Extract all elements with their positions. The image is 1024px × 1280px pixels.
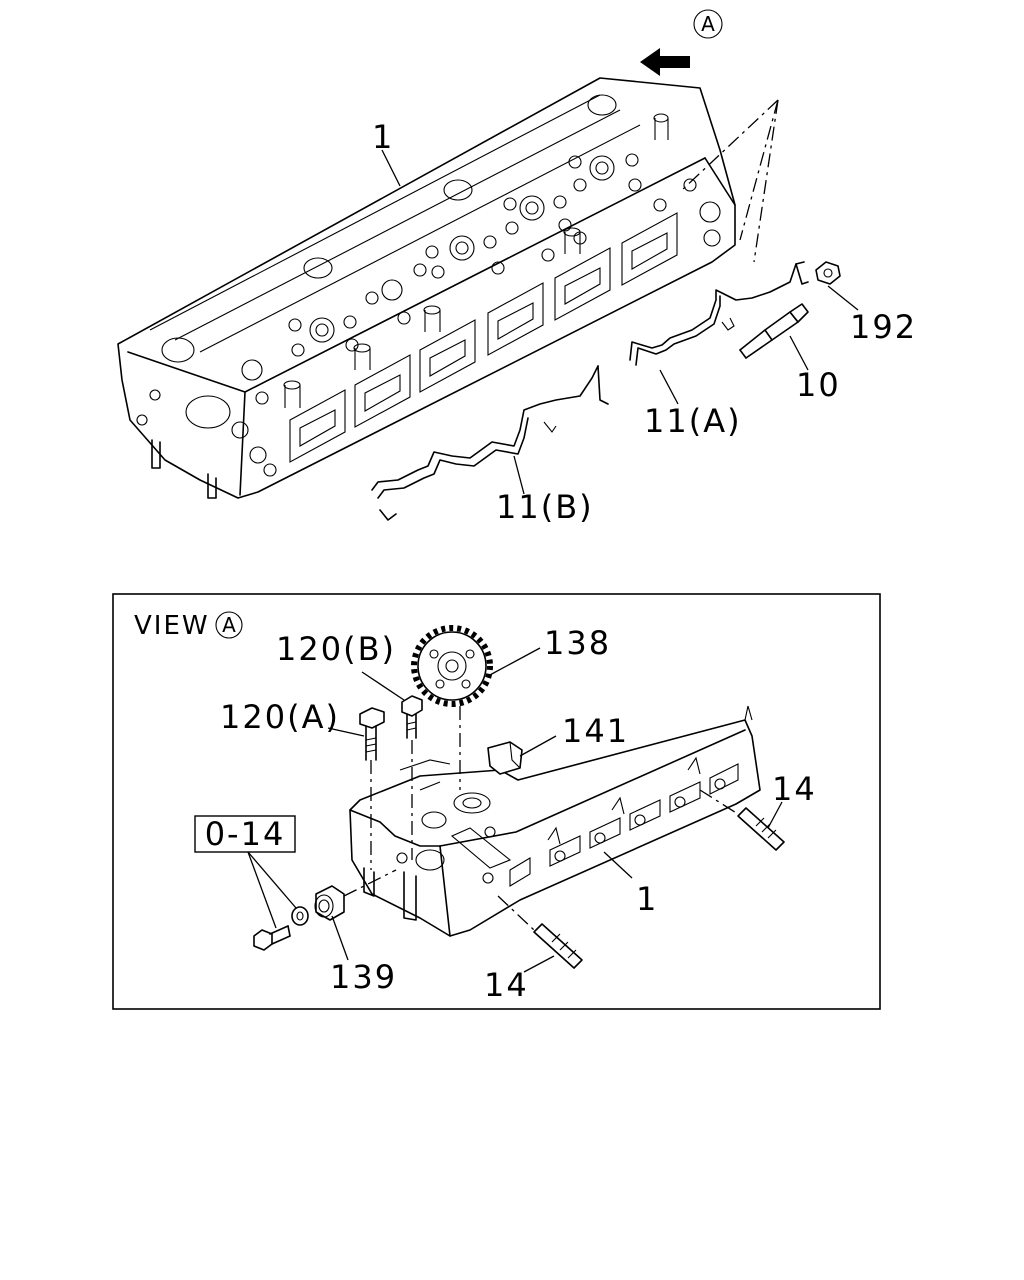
key-141 bbox=[487, 741, 523, 775]
stud-14-bottom bbox=[497, 895, 583, 969]
stud-14-right bbox=[699, 789, 785, 851]
callout-14-bottom: 14 bbox=[484, 966, 529, 1004]
bushing-139 bbox=[314, 869, 397, 921]
view-a-title: VIEW bbox=[134, 611, 210, 641]
view-a-frame bbox=[112, 593, 881, 1010]
callout-120b: 120(B) bbox=[276, 630, 396, 668]
callout-11a: 11(A) bbox=[644, 402, 742, 440]
leak-off-pipe-11a bbox=[629, 261, 809, 366]
nut-192 bbox=[815, 261, 841, 285]
callout-192: 192 bbox=[850, 308, 917, 346]
view-marker-top: A bbox=[693, 9, 723, 39]
gear-138 bbox=[411, 625, 493, 790]
view-direction-arrow bbox=[640, 48, 690, 76]
callout-10: 10 bbox=[796, 366, 841, 404]
bolt-small bbox=[253, 925, 291, 951]
ref-box-label: 0-14 bbox=[205, 815, 286, 853]
callout-139: 139 bbox=[330, 958, 397, 996]
callout-1-top: 1 bbox=[372, 118, 394, 156]
bolt-120a bbox=[359, 707, 385, 870]
cylinder-head-top bbox=[117, 77, 736, 499]
callout-138: 138 bbox=[544, 624, 611, 662]
view-a-marker-letter: A bbox=[222, 613, 236, 637]
view-a-marker: A bbox=[215, 611, 243, 639]
leak-off-pipe-11b bbox=[371, 365, 609, 521]
ref-box-0-14 bbox=[194, 815, 296, 853]
callout-1-view-a: 1 bbox=[636, 880, 658, 918]
view-marker-top-letter: A bbox=[701, 12, 715, 36]
callout-120a: 120(A) bbox=[220, 698, 340, 736]
glow-plug-10 bbox=[739, 303, 809, 359]
washer bbox=[291, 906, 309, 926]
cylinder-head-view-a bbox=[349, 705, 761, 937]
callout-14-right: 14 bbox=[772, 770, 817, 808]
callout-11b: 11(B) bbox=[496, 488, 594, 526]
bolt-120b bbox=[401, 695, 423, 860]
callout-141: 141 bbox=[562, 712, 629, 750]
